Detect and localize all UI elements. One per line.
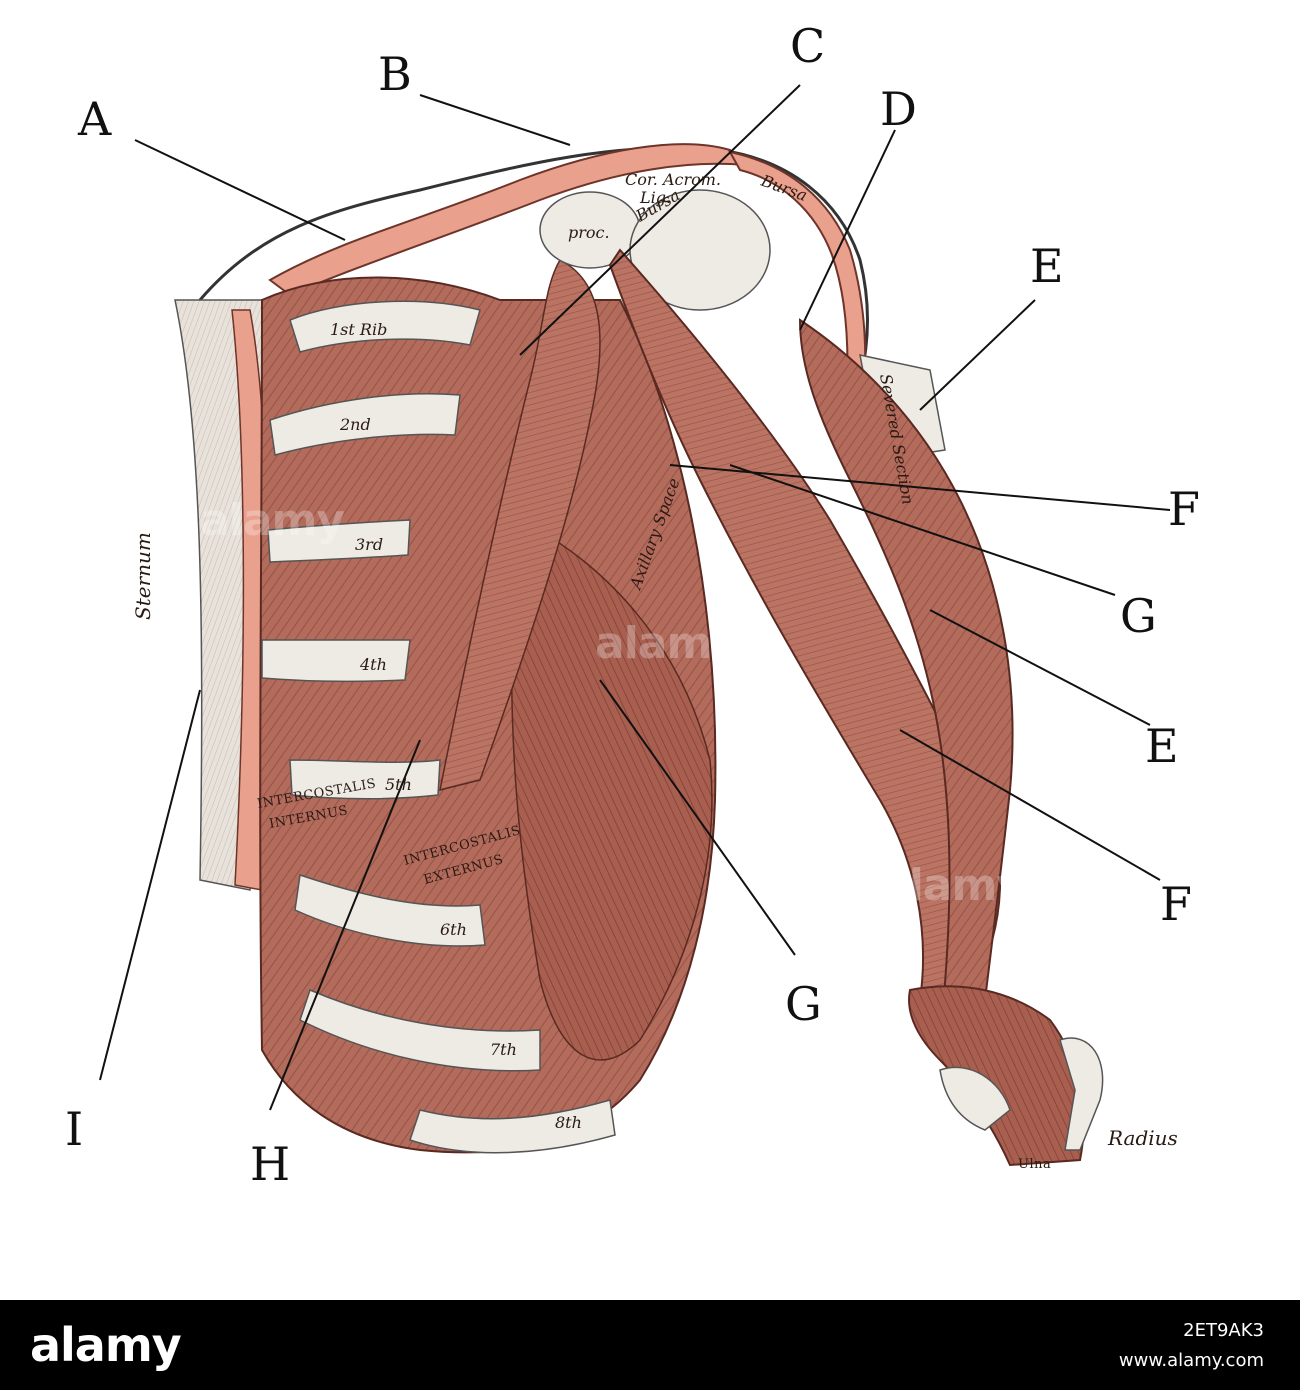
leader-H (269, 739, 421, 1111)
rib-8 (409, 1099, 616, 1154)
pectoralis-minor (439, 259, 601, 792)
label-rib-6: 6th (440, 920, 467, 939)
label-cor-acrom: Cor. Acrom. (625, 170, 721, 189)
anatomy-diagram: A B C D E F G E F G H I Sternum 1st Rib … (65, 19, 1200, 1191)
label-rib-1: 1st Rib (330, 320, 387, 339)
label-lig: Lig. (639, 188, 671, 207)
rib-2 (269, 393, 461, 456)
label-radius: Radius (1107, 1126, 1178, 1150)
rib-4 (261, 639, 411, 683)
watermark: alamy (880, 860, 1025, 911)
illustration: A B C D E F G E F G H I Sternum 1st Rib … (65, 19, 1200, 1191)
label-rib-8: 8th (555, 1113, 582, 1132)
leader-E2 (929, 609, 1151, 726)
rib-6 (294, 874, 486, 947)
alamy-logo[interactable]: alamy (30, 1318, 182, 1372)
forearm (908, 985, 1085, 1167)
label-rib-7: 7th (490, 1040, 517, 1059)
leader-B (419, 94, 571, 146)
elbow-bone (939, 1066, 1011, 1131)
callout-F1: F (1168, 482, 1200, 536)
leader-A (134, 139, 346, 241)
leader-C (519, 84, 801, 356)
watermark: alamy (200, 495, 345, 546)
callout-C: C (790, 19, 825, 73)
label-sternum: Sternum (131, 532, 155, 620)
callout-A: A (77, 92, 112, 146)
footer-bar: alamy 2ET9AK3 www.alamy.com (0, 1300, 1300, 1390)
callout-D: D (880, 82, 917, 136)
leader-E1 (919, 299, 1036, 411)
rib-7 (299, 988, 541, 1072)
serratus-anterior (511, 518, 713, 1061)
leader-I (99, 689, 201, 1081)
callout-H: H (250, 1137, 290, 1191)
callout-E1: E (1030, 239, 1064, 293)
watermark: alamy (595, 618, 740, 669)
rib-5 (289, 759, 441, 800)
label-rib-2: 2nd (339, 415, 371, 434)
leader-G2 (599, 679, 796, 956)
rib-1 (289, 300, 481, 353)
site-url[interactable]: www.alamy.com (1118, 1350, 1264, 1371)
label-ulna: Ulna (1018, 1157, 1051, 1172)
callout-E2: E (1145, 719, 1179, 773)
label-proc: proc. (568, 223, 610, 242)
label-rib-3: 3rd (355, 535, 383, 554)
callout-G2: G (785, 977, 822, 1031)
radius-bone (1059, 1037, 1104, 1151)
label-rib-5: 5th (385, 775, 412, 794)
label-rib-4: 4th (359, 655, 387, 674)
leader-G1 (729, 464, 1116, 596)
callout-G1: G (1120, 589, 1157, 643)
leader-D (799, 129, 896, 331)
callout-I: I (65, 1102, 83, 1156)
callout-F2: F (1160, 877, 1192, 931)
rib-3 (267, 519, 411, 563)
callout-B: B (378, 47, 412, 101)
image-id: 2ET9AK3 (1183, 1320, 1264, 1341)
leader-F2 (899, 729, 1161, 881)
